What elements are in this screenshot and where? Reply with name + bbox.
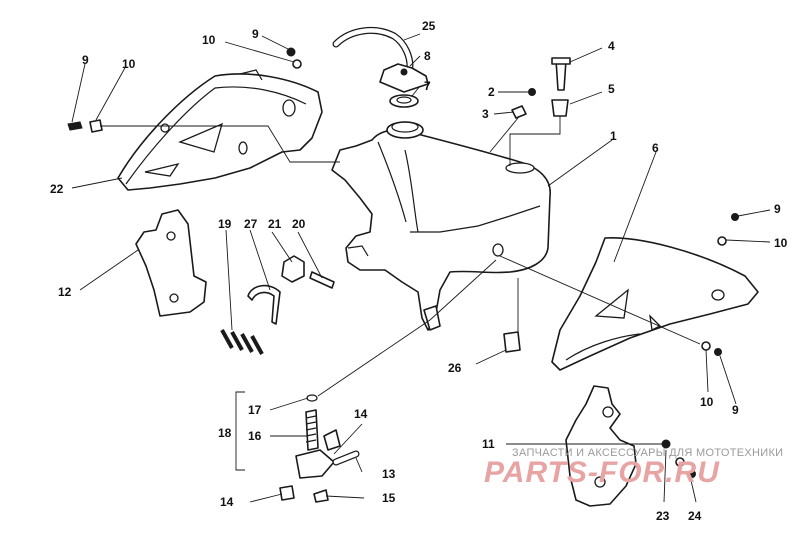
label-19: 19 [218, 217, 232, 231]
label-21: 21 [268, 217, 282, 231]
fuel-tap [279, 394, 360, 503]
label-10-top: 10 [202, 33, 216, 47]
label-9-lower: 9 [732, 403, 739, 417]
breather-hose [332, 27, 414, 70]
filler-cap [379, 63, 429, 93]
watermark: ЗАПЧАСТИ И АКСЕССУАРЫ ДЛЯ МОТОТЕХНИКИ PA… [484, 447, 783, 489]
label-22: 22 [50, 182, 64, 196]
label-17: 17 [248, 403, 262, 417]
watermark-brand: PARTS-FOR.RU [484, 456, 720, 489]
label-8: 8 [424, 49, 431, 63]
label-4: 4 [608, 39, 615, 53]
label-20: 20 [292, 217, 306, 231]
label-10-lower: 10 [700, 395, 714, 409]
label-14-upper: 14 [354, 407, 368, 421]
label-9-left: 9 [82, 53, 89, 67]
label-27: 27 [244, 217, 258, 231]
label-2: 2 [488, 85, 495, 99]
label-9-top: 9 [252, 27, 259, 41]
label-24: 24 [688, 509, 702, 523]
label-12: 12 [58, 285, 72, 299]
label-3: 3 [482, 107, 489, 121]
right-side-panel [551, 237, 759, 371]
label-11: 11 [482, 437, 495, 451]
part-number-labels: 25 8 7 9 10 9 10 22 4 2 5 3 1 6 9 10 12 … [50, 19, 788, 523]
label-5: 5 [608, 82, 615, 96]
label-25: 25 [422, 19, 436, 33]
label-7: 7 [424, 79, 431, 93]
label-23: 23 [656, 509, 670, 523]
label-10-left: 10 [122, 57, 136, 71]
label-26: 26 [448, 361, 462, 375]
left-bracket [135, 209, 207, 317]
label-18: 18 [218, 426, 232, 440]
watermark-tagline: ЗАПЧАСТИ И АКСЕССУАРЫ ДЛЯ МОТОТЕХНИКИ [512, 447, 783, 459]
fuel-tank [331, 121, 551, 331]
label-14-lower: 14 [220, 495, 234, 509]
label-10-right: 10 [774, 236, 788, 250]
label-15: 15 [382, 491, 396, 505]
cap-seal [389, 94, 419, 108]
label-16: 16 [248, 429, 262, 443]
leader-lines [71, 33, 771, 503]
label-13: 13 [382, 467, 396, 481]
label-9-right: 9 [774, 202, 781, 216]
left-side-panel [117, 69, 323, 191]
lower-bracket [565, 385, 637, 507]
hardware-fasteners [67, 47, 739, 478]
label-6: 6 [652, 141, 659, 155]
label-1: 1 [610, 129, 617, 143]
